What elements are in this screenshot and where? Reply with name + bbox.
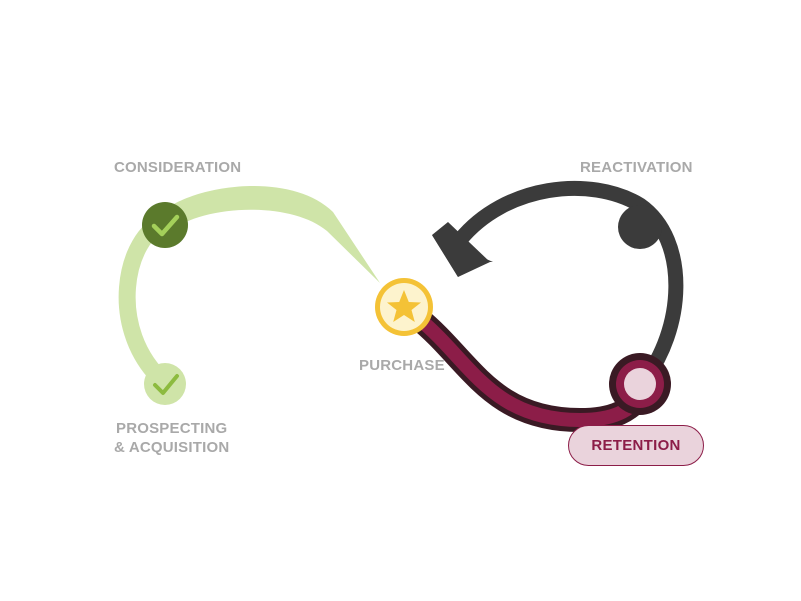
stage-label-prospecting: PROSPECTING & ACQUISITION [114,419,229,457]
retention-marker [609,353,671,415]
prospecting-line2: & ACQUISITION [114,439,230,456]
arrow-head-body [432,222,490,277]
star-icon [387,290,421,322]
prospecting-line1: PROSPECTING [116,420,228,437]
retention-badge: RETENTION [568,425,704,466]
consideration-tail [160,186,380,283]
stage-label-consideration: CONSIDERATION [114,159,242,176]
check-icon [151,214,180,237]
reactivation-marker [618,205,662,249]
check-icon [153,374,179,395]
consideration-marker [142,202,188,248]
purchase-marker [375,278,433,336]
stage-label-reactivation: REACTIVATION [580,159,693,176]
prospecting-marker [144,363,186,405]
stage-label-purchase: PURCHASE [359,357,445,374]
